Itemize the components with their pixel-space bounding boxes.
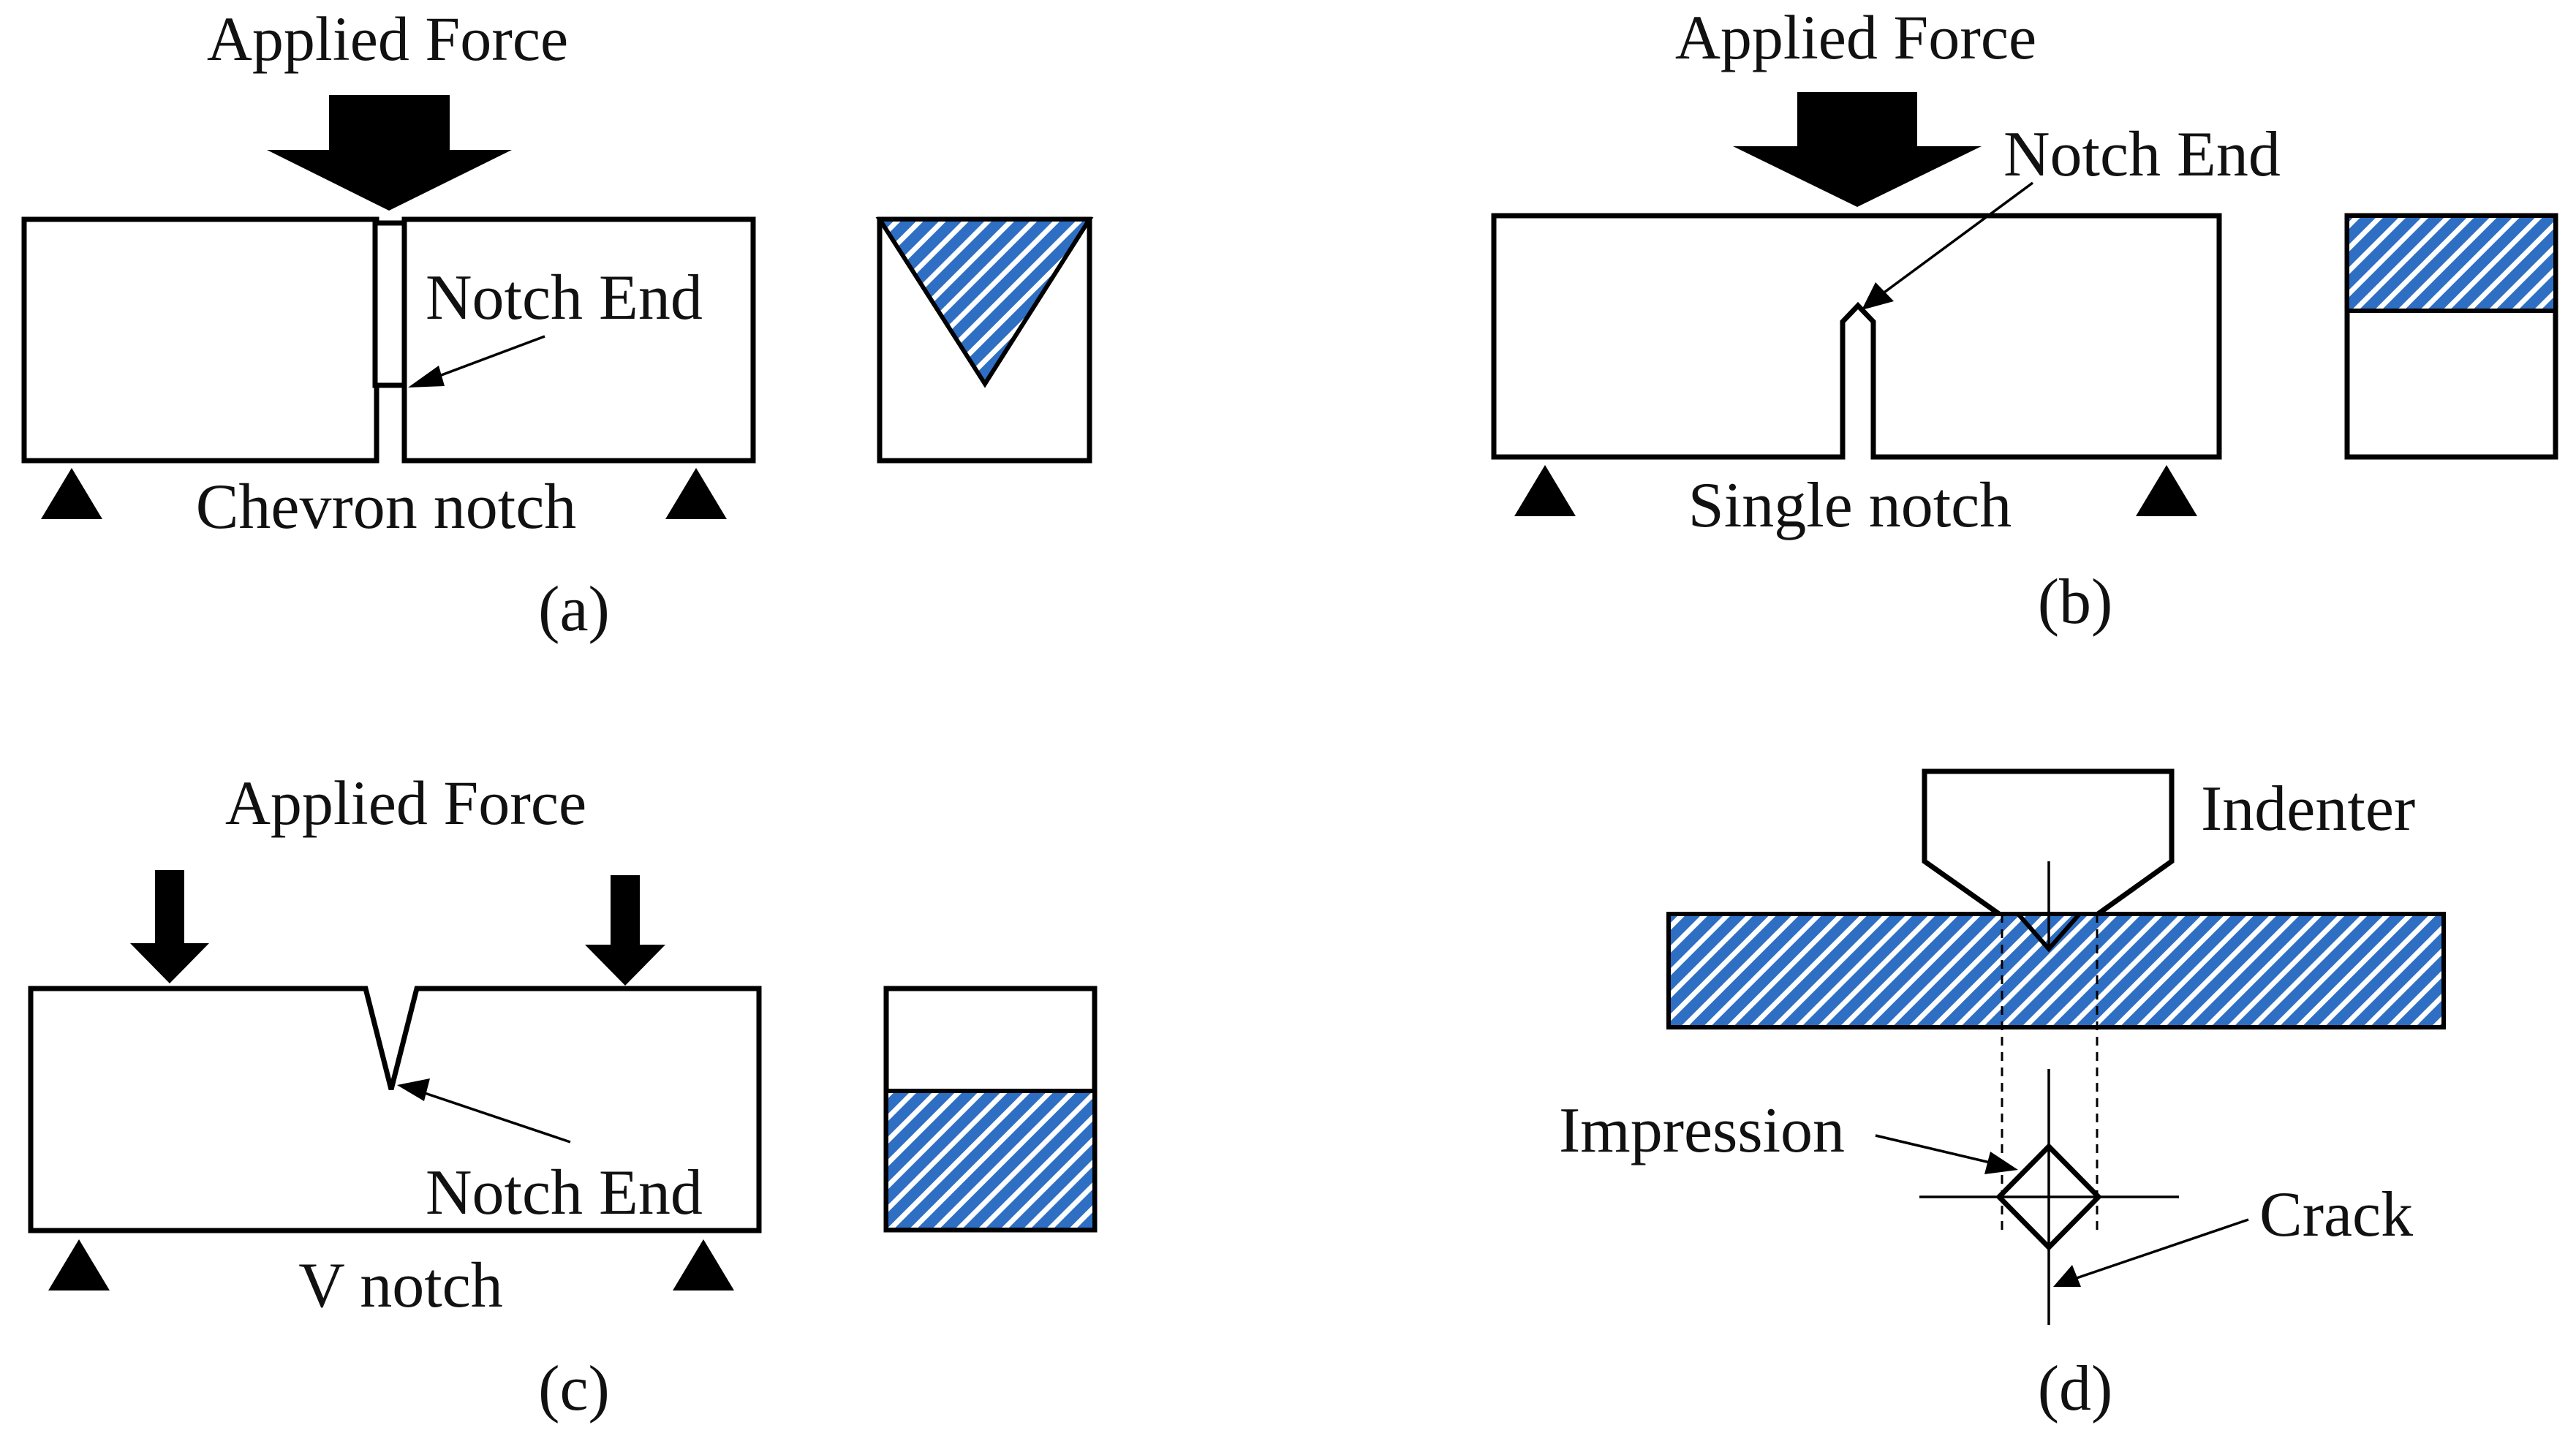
panel-c-beam [28, 986, 762, 1233]
panel-d-crack-leader [2076, 1218, 2249, 1280]
panel-c-notch-label: Notch End [426, 1157, 703, 1228]
panel-c-notch-leader [420, 1090, 571, 1144]
panel-a-force-label: Applied Force [207, 4, 568, 74]
panel-c-force-arrow-right [585, 875, 665, 986]
panel-a-support-left [41, 468, 102, 519]
panel-c-notch-arrowhead [397, 1078, 430, 1101]
panel-b-force-label: Applied Force [1675, 2, 2036, 72]
panel-d-indenter-label: Indenter [2201, 774, 2415, 844]
panel-b-support-right [2136, 465, 2197, 516]
panel-b-support-left [1514, 465, 1576, 516]
panel-a-label: (a) [538, 574, 610, 645]
panel-b-beam [1491, 213, 2222, 460]
panel-d-indenter [1922, 768, 2175, 953]
panel-b-hatch [2345, 213, 2558, 313]
panel-d-impression-label: Impression [1559, 1095, 1845, 1166]
panel-a-force-arrow [267, 95, 512, 211]
panel-c-caption: V notch [298, 1250, 502, 1321]
panel-a-notch-leader [427, 335, 545, 382]
panel-d-impression-diamond [1995, 1143, 2102, 1251]
panel-a-notch-label: Notch End [426, 262, 703, 333]
panel-c-force-arrow-left [130, 870, 209, 983]
panel-a-beam-left [21, 216, 379, 464]
panel-a-chevron-hatch [875, 217, 1094, 388]
panel-a-notch-arrowhead [408, 366, 445, 388]
panel-c-label: (c) [538, 1353, 610, 1424]
panel-c-support-right [673, 1239, 734, 1290]
panel-b-force-arrow [1733, 92, 1982, 207]
panel-c-hatch [884, 1089, 1097, 1232]
panel-d-label: (d) [2038, 1353, 2113, 1424]
panel-b-notch-label: Notch End [2003, 119, 2281, 190]
panel-d-crack-arrowhead [2053, 1265, 2081, 1287]
panel-d-impression-leader [1875, 1134, 1997, 1165]
panel-a-support-right [665, 468, 727, 519]
panel-c-force-label: Applied Force [225, 768, 586, 838]
panel-a: Applied Force Notch End Chevron notch (a… [21, 4, 1094, 645]
panel-b-notch-leader [1878, 181, 2034, 298]
panel-c: Applied Force Notch End V notch (c) [28, 768, 1098, 1424]
panel-b-caption: Single notch [1688, 470, 2012, 541]
panel-b: Applied Force Notch End Single notch (b) [1491, 2, 2558, 638]
panel-d-specimen [1666, 912, 2446, 1029]
panel-b-notch-arrowhead [1862, 282, 1894, 310]
panel-a-beam-right [401, 216, 756, 464]
panel-d-crack-label: Crack [2259, 1179, 2413, 1250]
panel-a-caption: Chevron notch [196, 472, 577, 543]
panel-a-notch-slot [372, 220, 407, 388]
panel-c-support-left [48, 1239, 110, 1290]
panel-d: Indenter Impression Crack (d) [1559, 768, 2446, 1424]
panel-b-label: (b) [2038, 567, 2113, 638]
panel-d-impression-arrowhead [1984, 1152, 2018, 1174]
